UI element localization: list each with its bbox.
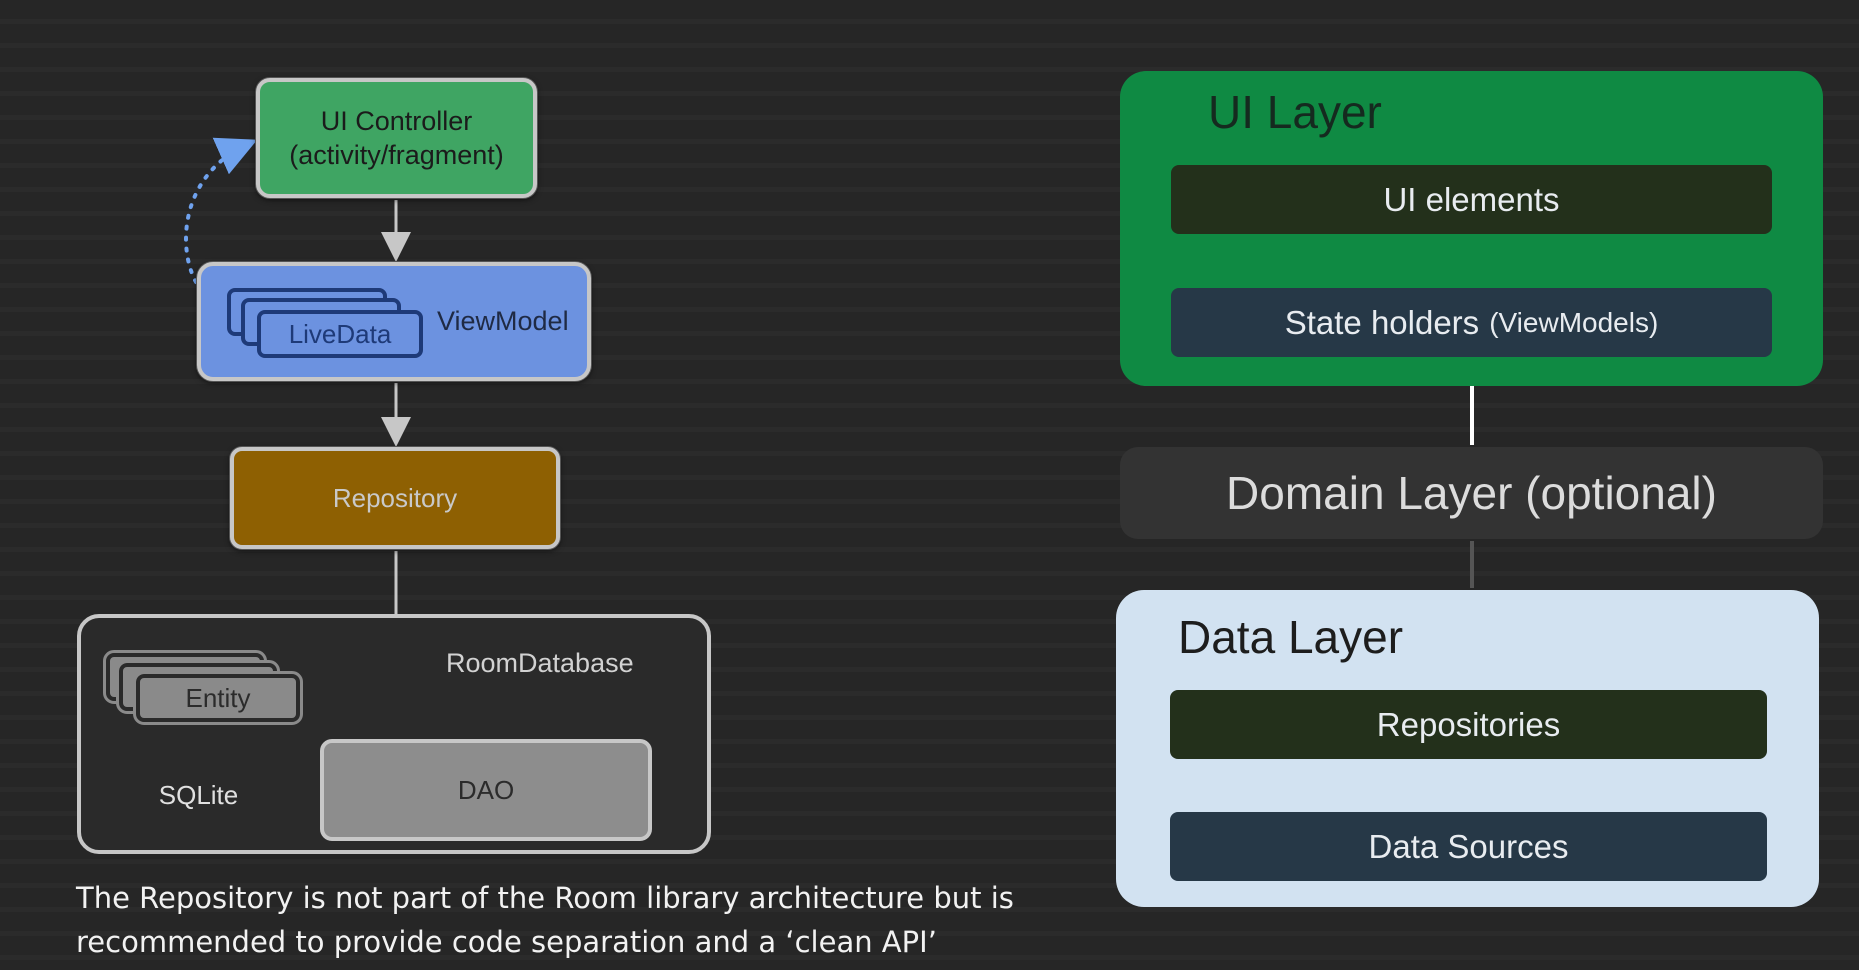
dao-box: DAO [320, 739, 652, 841]
domain-layer-panel: Domain Layer (optional) [1120, 447, 1823, 539]
observer-dotted-arrow [184, 137, 258, 284]
repositories-bar: Repositories [1170, 690, 1767, 759]
livedata-label: LiveData [257, 310, 423, 358]
state-holders-label: State holders [1284, 303, 1480, 341]
data-layer-title: Data Layer [1178, 611, 1404, 663]
viewmodel-box: LiveData ViewModel [197, 262, 591, 381]
ui-controller-box: UI Controller (activity/fragment) [256, 78, 537, 198]
room-database-label: RoomDatabase [446, 648, 634, 678]
ui-layer-panel: UI Layer UI elements State holders (View… [1120, 71, 1823, 386]
data-sources-bar: Data Sources [1170, 812, 1767, 881]
viewmodel-label: ViewModel [437, 306, 569, 336]
caption-text: The Repository is not part of the Room l… [76, 881, 1014, 959]
state-holders-bar: State holders (ViewModels) [1171, 288, 1772, 357]
repository-label: Repository [332, 482, 458, 513]
dao-label: DAO [457, 774, 515, 805]
state-holders-note: (ViewModels) [1489, 306, 1659, 338]
entity-label: Entity [133, 671, 303, 725]
ui-controller-title: UI Controller [320, 106, 473, 136]
ui-elements-bar: UI elements [1171, 165, 1772, 234]
ui-layer-title: UI Layer [1208, 86, 1382, 138]
sqlite-label: SQLite [158, 780, 239, 810]
repositories-label: Repositories [1376, 705, 1561, 743]
data-layer-panel: Data Layer Repositories Data Sources [1116, 590, 1819, 907]
repository-box: Repository [230, 447, 560, 549]
ui-controller-subtitle: (activity/fragment) [289, 140, 504, 170]
domain-layer-label: Domain Layer (optional) [1226, 467, 1717, 519]
ui-elements-label: UI elements [1383, 180, 1560, 218]
data-sources-label: Data Sources [1368, 827, 1569, 865]
